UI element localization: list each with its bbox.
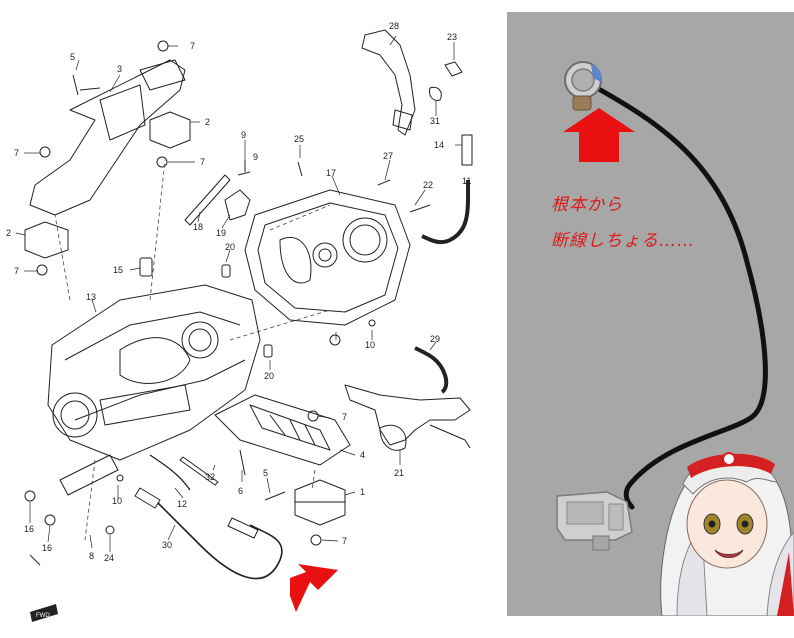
callout-32: 32 bbox=[205, 472, 215, 482]
rear-cover bbox=[244, 189, 411, 326]
front-bracket bbox=[29, 59, 186, 216]
callout-20: 20 bbox=[264, 371, 274, 381]
rear-bracket bbox=[214, 394, 351, 466]
callout-20: 20 bbox=[225, 242, 235, 252]
mount-front-lower bbox=[24, 221, 69, 259]
transfer-case-housing bbox=[47, 284, 261, 461]
callout-1: 1 bbox=[360, 487, 365, 497]
callout-18: 18 bbox=[193, 222, 203, 232]
callout-22: 22 bbox=[423, 180, 433, 190]
callout-7: 7 bbox=[200, 157, 205, 167]
annotation-line-2: 断線しちょる…… bbox=[551, 231, 695, 251]
red-arrow-icon bbox=[563, 108, 635, 162]
callout-16: 16 bbox=[24, 524, 34, 534]
callout-30: 30 bbox=[162, 540, 172, 550]
sensor-wire-30 bbox=[149, 494, 283, 580]
fwd-badge: FWD bbox=[30, 604, 58, 622]
callout-16: 16 bbox=[42, 543, 52, 553]
callout-15: 15 bbox=[113, 265, 123, 275]
sensor-head bbox=[564, 61, 602, 111]
annotation-line-1: 根本から bbox=[551, 195, 623, 215]
callout-24: 24 bbox=[104, 553, 114, 563]
rod-18 bbox=[184, 174, 231, 226]
callout-3: 3 bbox=[117, 64, 122, 74]
callout-17: 17 bbox=[326, 168, 336, 178]
sensor-photo bbox=[556, 61, 794, 616]
callout-25: 25 bbox=[294, 134, 304, 144]
callout-2: 2 bbox=[205, 117, 210, 127]
callout-6: 6 bbox=[238, 486, 243, 496]
sensor-12 bbox=[149, 454, 191, 491]
dowel-15 bbox=[139, 257, 153, 277]
bracket-21 bbox=[344, 384, 471, 446]
red-arrow-icon bbox=[290, 564, 338, 612]
callout-23: 23 bbox=[447, 32, 457, 42]
callout-10: 10 bbox=[112, 496, 122, 506]
callout-5: 5 bbox=[70, 52, 75, 62]
bracket-28 bbox=[361, 29, 416, 136]
callout-29: 29 bbox=[430, 334, 440, 344]
sensor-photo-panel: 根本から 断線しちょる…… bbox=[507, 12, 794, 616]
callout-4: 4 bbox=[360, 450, 365, 460]
callout-7: 7 bbox=[342, 412, 347, 422]
sensor-cable bbox=[594, 85, 768, 510]
pin-14 bbox=[461, 134, 473, 166]
callout-13: 13 bbox=[86, 292, 96, 302]
callout-9: 9 bbox=[241, 130, 246, 140]
callout-7: 7 bbox=[14, 266, 19, 276]
callout-19: 19 bbox=[216, 228, 226, 238]
callout-2: 2 bbox=[6, 228, 11, 238]
callout-31: 31 bbox=[430, 116, 440, 126]
callout-9: 9 bbox=[253, 152, 258, 162]
callout-7: 7 bbox=[14, 148, 19, 158]
svg-text:FWD: FWD bbox=[36, 613, 50, 619]
callout-21: 21 bbox=[394, 468, 404, 478]
lever-19 bbox=[224, 189, 251, 221]
callout-10: 10 bbox=[365, 340, 375, 350]
hose-29 bbox=[414, 346, 449, 394]
mount-rear bbox=[294, 479, 346, 526]
callout-labels: 1 2 2 3 4 5 5 6 7 7 7 7 7 7 8 9 9 10 10 … bbox=[6, 21, 471, 563]
callout-11: 11 bbox=[462, 176, 471, 186]
callout-12: 12 bbox=[177, 499, 187, 509]
callout-28: 28 bbox=[389, 21, 399, 31]
callout-7: 7 bbox=[342, 536, 347, 546]
callout-8: 8 bbox=[89, 551, 94, 561]
parts-diagram: 1 2 2 3 4 5 5 6 7 7 7 7 7 7 8 9 9 10 10 … bbox=[6, 21, 473, 622]
hose-11 bbox=[421, 179, 471, 245]
callout-5: 5 bbox=[263, 468, 268, 478]
mount-front-upper bbox=[149, 111, 191, 149]
character-illustration bbox=[660, 452, 794, 616]
sensor-connector bbox=[556, 491, 633, 551]
callout-7: 7 bbox=[190, 41, 195, 51]
callout-27: 27 bbox=[383, 151, 393, 161]
callout-14: 14 bbox=[434, 140, 444, 150]
parts-diagram-panel: 1 2 2 3 4 5 5 6 7 7 7 7 7 7 8 9 9 10 10 … bbox=[6, 21, 473, 622]
cable-tie-32 bbox=[179, 456, 219, 486]
